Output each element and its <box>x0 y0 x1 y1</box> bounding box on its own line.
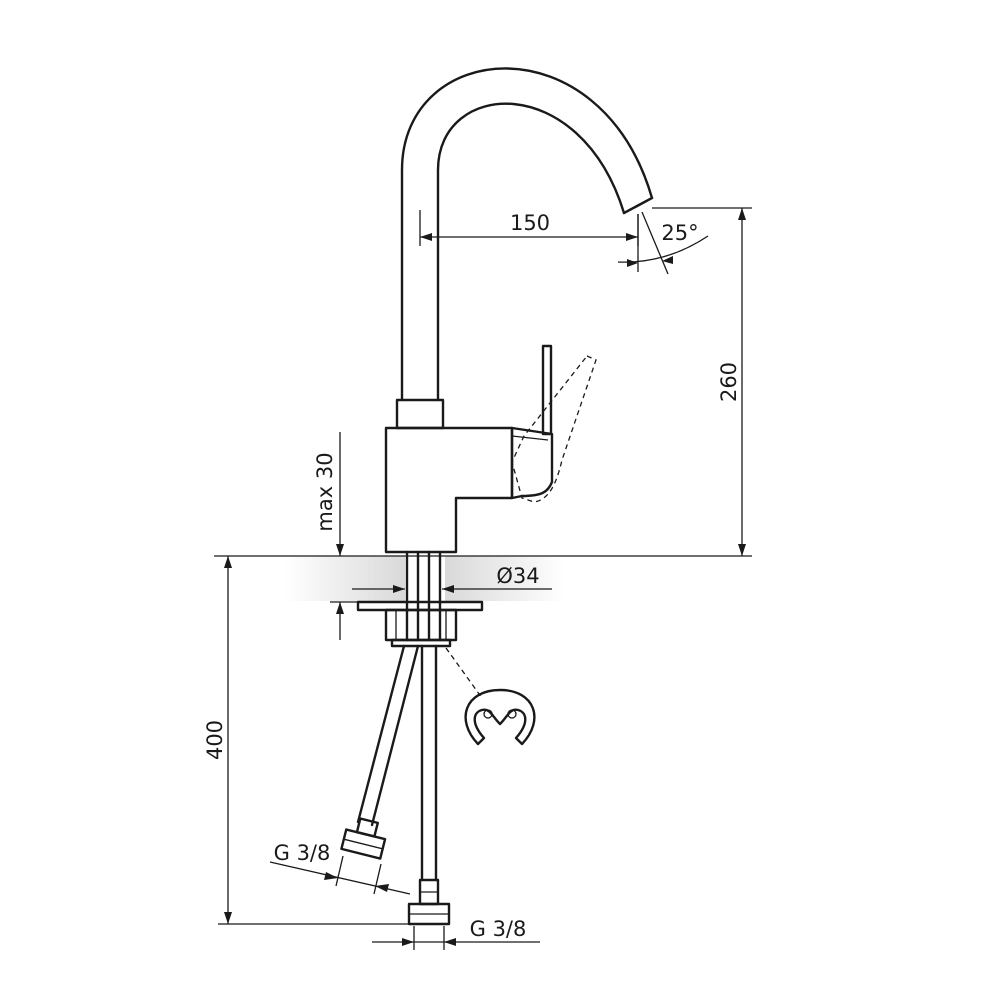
dimension-thread-right: G 3/8 <box>372 917 540 950</box>
dimension-deck-thickness: max 30 <box>313 432 358 640</box>
dimension-thread-left: G 3/8 <box>269 841 411 895</box>
angle-ref-inclined <box>641 211 669 275</box>
countertop <box>214 555 752 601</box>
label-thread-left: G 3/8 <box>274 841 331 865</box>
arrow-d34-left <box>393 585 405 593</box>
spout-collar <box>395 398 445 430</box>
ext-line-thread-left-a <box>335 855 344 887</box>
right-hose-fitting <box>407 878 451 926</box>
arrow-400-bottom <box>224 912 232 924</box>
hose-left <box>356 644 406 824</box>
dimension-spout-height: 260 <box>652 207 752 556</box>
clip-hole-right <box>507 709 517 719</box>
arrow-max30-bottom <box>336 602 344 614</box>
handle-inner-line <box>511 435 549 441</box>
dimension-spout-angle: 25° <box>617 211 709 275</box>
label-hole-diameter: Ø34 <box>496 564 539 588</box>
arrow-d34-right <box>442 585 454 593</box>
mounting-shank <box>405 550 442 642</box>
label-spout-height: 260 <box>717 362 741 402</box>
arrow-150-right <box>626 233 638 241</box>
label-hose-length: 400 <box>203 720 227 760</box>
dimension-spout-reach: 150 <box>419 210 639 246</box>
arrow-260-top <box>738 208 746 220</box>
faucet-spout <box>400 67 654 402</box>
retaining-clip-detail <box>445 647 536 746</box>
arrow-thread-right-2 <box>444 938 456 946</box>
left-fitting-line <box>343 838 383 850</box>
arrow-260-bottom <box>738 544 746 556</box>
mounting-nut <box>384 608 458 648</box>
lever-handle <box>510 344 554 500</box>
arrow-angle-left <box>627 259 638 267</box>
arrow-max30-top <box>336 544 344 556</box>
spout-tip <box>622 196 654 215</box>
label-spout-reach: 150 <box>510 211 550 235</box>
label-spout-angle: 25° <box>661 221 698 245</box>
dimension-hose-length: 400 <box>203 556 409 925</box>
clip-hole-left <box>483 709 493 719</box>
ext-line-thread-left-b <box>373 863 382 895</box>
hose-left-inner <box>370 644 420 827</box>
label-deck-thickness: max 30 <box>313 452 337 531</box>
left-hose-fitting <box>340 817 387 860</box>
nut-bottom-ring <box>390 638 452 648</box>
arrow-angle-right <box>662 256 673 264</box>
arrow-thread-left-1 <box>324 872 338 880</box>
dimension-hole-diameter: Ø34 <box>352 564 552 593</box>
arrow-thread-right-1 <box>402 938 414 946</box>
handle-lever <box>541 344 553 436</box>
arrow-400-top <box>224 556 232 568</box>
arrow-thread-left-2 <box>375 884 389 892</box>
countertop-left-shade <box>285 556 405 601</box>
clip-shape <box>464 688 536 746</box>
handle-open-position <box>511 355 597 503</box>
clip-leader <box>445 647 483 699</box>
arrow-150-left <box>420 233 432 241</box>
label-thread-right: G 3/8 <box>470 917 527 941</box>
flexible-hoses <box>356 644 438 882</box>
countertop-right-shade <box>445 556 565 601</box>
faucet-body <box>384 426 514 554</box>
